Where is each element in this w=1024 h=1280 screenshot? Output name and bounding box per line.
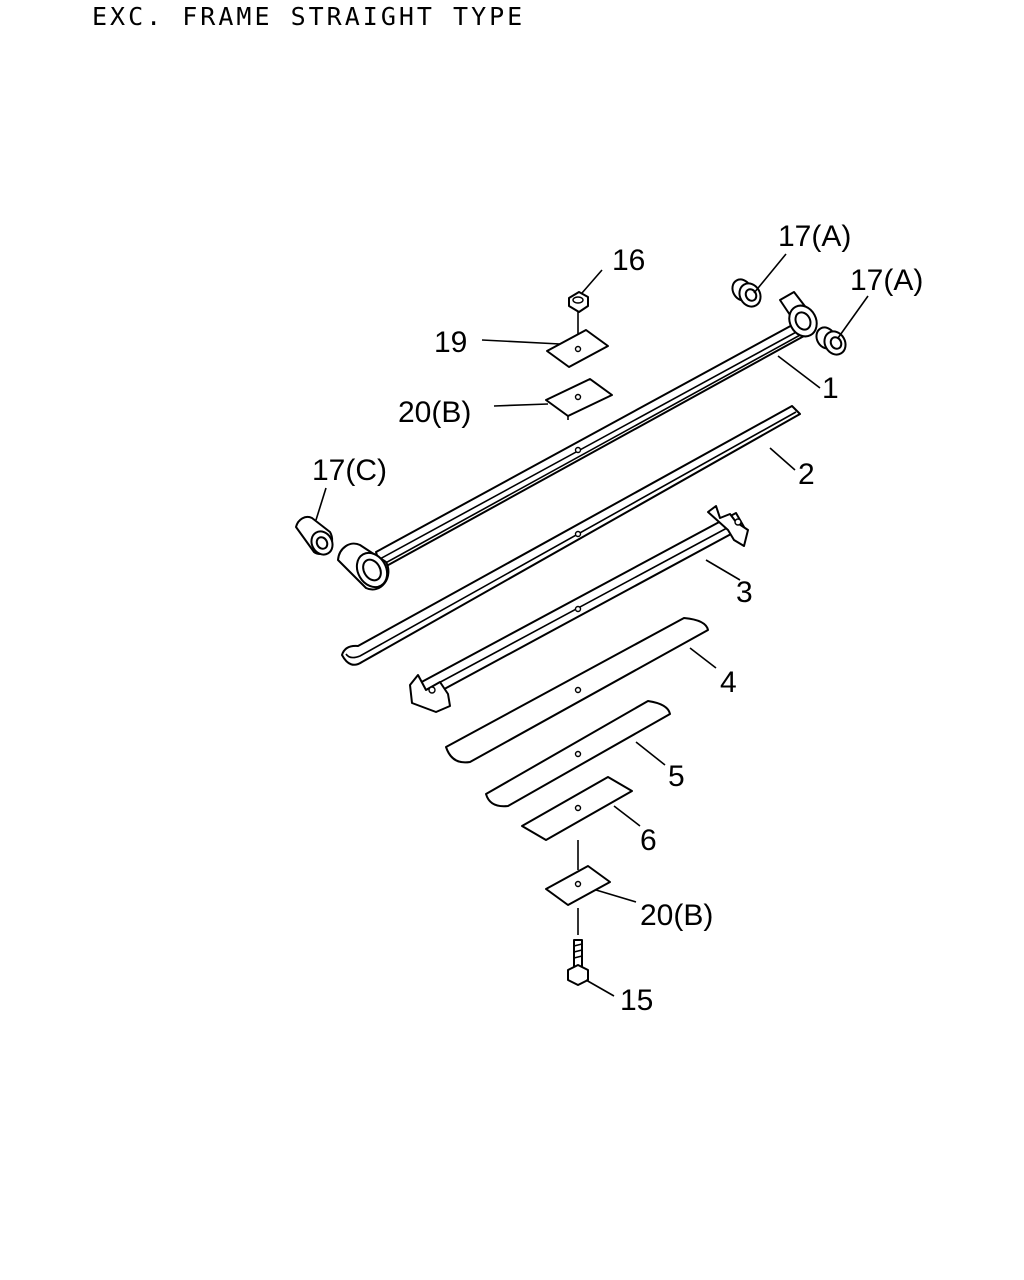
- diagram-title: EXC. FRAME STRAIGHT TYPE: [92, 2, 526, 31]
- leaf-1-left-eye: [337, 542, 390, 591]
- washer-19: [546, 329, 609, 368]
- leaf-4: [445, 617, 709, 764]
- bushing-17c: [295, 515, 334, 556]
- bushing-17a-top: [731, 278, 762, 308]
- callout-15: 15: [620, 984, 653, 1017]
- callout-6: 6: [640, 824, 657, 857]
- nut-16: [568, 291, 589, 336]
- callout-17a-top: 17(A): [778, 220, 851, 253]
- callout-17c: 17(C): [312, 454, 387, 487]
- callout-2: 2: [798, 458, 815, 491]
- callout-20b-bottom: 20(B): [640, 899, 713, 932]
- callout-4: 4: [720, 666, 737, 699]
- leaf-5: [485, 700, 671, 808]
- leaf-6: [521, 776, 633, 841]
- leaf-2: [341, 405, 801, 666]
- callout-3: 3: [736, 576, 753, 609]
- leader-lines: [315, 253, 869, 997]
- callout-17a-right: 17(A): [850, 264, 923, 297]
- callout-1: 1: [822, 372, 839, 405]
- leaf-1-right-eye: [779, 291, 818, 338]
- plate-20b-top: [545, 378, 613, 420]
- callout-16: 16: [612, 244, 645, 277]
- bushing-17a-right: [815, 326, 847, 356]
- plate-20b-bottom: [545, 840, 611, 935]
- leaf-3: [409, 505, 749, 713]
- callout-19: 19: [434, 326, 467, 359]
- bolt-15: [567, 939, 589, 986]
- callout-20b-top: 20(B): [398, 396, 471, 429]
- callout-5: 5: [668, 760, 685, 793]
